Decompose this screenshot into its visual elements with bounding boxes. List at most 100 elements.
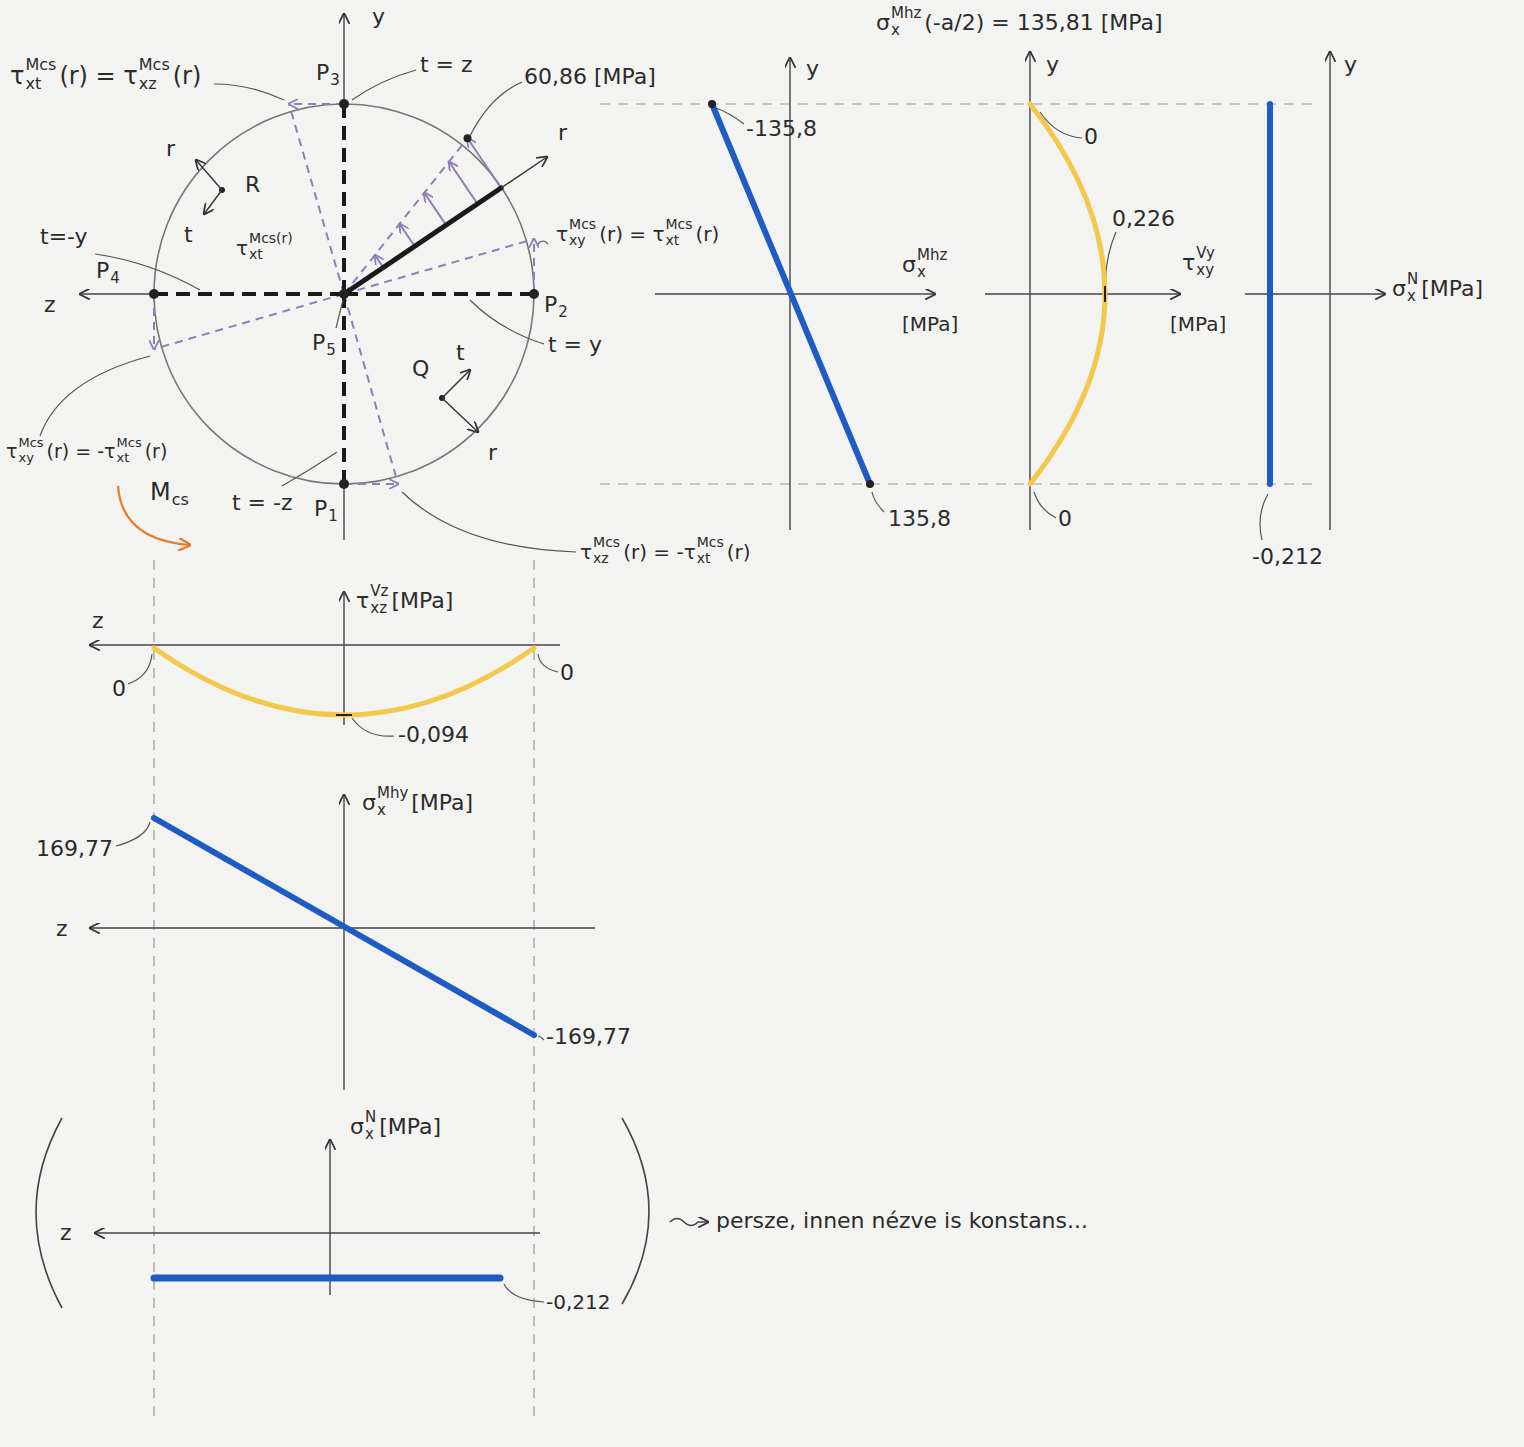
subscript: xy — [18, 450, 33, 466]
subscript: xz — [593, 550, 609, 567]
axis — [196, 160, 222, 190]
axis — [985, 293, 1180, 294]
stress-arrow — [533, 239, 535, 294]
guide-line — [600, 483, 1320, 484]
label-text: τ — [236, 236, 248, 260]
superscript: Mhz — [917, 246, 947, 264]
axis — [343, 14, 344, 104]
stress-diagram — [154, 818, 534, 1035]
point — [339, 99, 349, 109]
label-text: P — [314, 496, 327, 522]
path-line — [342, 104, 346, 294]
label-text: y — [1046, 52, 1059, 78]
label-text: P — [96, 258, 109, 284]
subscript: x — [365, 1125, 374, 1143]
label-text: z — [92, 608, 104, 634]
label-text: (-a/2) = 135,81 [MPa] — [924, 10, 1162, 36]
axis — [655, 293, 935, 294]
leader-line — [470, 82, 522, 136]
label-text: (r) = τ — [599, 222, 664, 246]
label-text: 0,226 — [1112, 206, 1175, 232]
superscript: Mcs — [665, 216, 692, 233]
stress-line — [344, 294, 398, 484]
label-text: (r) — [696, 222, 720, 246]
leader-line — [40, 356, 150, 436]
label-text: P — [544, 292, 557, 318]
superscript: Mhz — [891, 4, 921, 22]
stress-arrow — [449, 162, 478, 204]
stress-diagram — [154, 648, 534, 715]
tick — [336, 714, 352, 716]
label-text: 60,86 [MPa] — [524, 64, 656, 90]
subscript: xt — [117, 450, 130, 466]
axis — [442, 398, 478, 432]
leader-line — [1034, 492, 1056, 518]
label-text: r — [166, 136, 175, 162]
cross-section — [154, 104, 534, 484]
label-text: y — [372, 4, 385, 30]
bracket — [36, 1118, 62, 1308]
label-text: t = z — [420, 52, 473, 78]
superscript: Mhy — [377, 784, 408, 802]
superscript: Mcs — [139, 55, 170, 74]
point — [149, 289, 159, 299]
label-text: τ — [10, 62, 24, 91]
point — [529, 289, 539, 299]
bracket — [622, 1118, 649, 1304]
label-text: τ — [556, 222, 568, 246]
label-text: [MPa] — [1421, 276, 1483, 302]
point — [866, 480, 874, 488]
leader-line — [538, 654, 558, 672]
label-text: r — [488, 440, 497, 466]
label-text: z — [56, 916, 68, 942]
superscript: N — [1407, 270, 1418, 288]
label-text: τ — [6, 440, 17, 463]
stress-arrow — [153, 294, 155, 349]
stress-diagram — [1267, 104, 1273, 484]
label-text: M — [150, 478, 171, 507]
label-text: σ — [362, 790, 376, 816]
label-text: 0 — [560, 660, 574, 686]
leader-line — [95, 254, 200, 290]
label-text: σ — [1392, 276, 1406, 302]
subscript: x — [377, 801, 386, 819]
label-text: τ — [356, 588, 369, 614]
superscript: Mcs — [569, 216, 596, 233]
label-text: -0,212 — [1252, 544, 1323, 570]
stress-line — [344, 138, 468, 294]
stress-diagram — [1030, 104, 1105, 484]
label-text: -0,094 — [398, 722, 469, 748]
leader-line — [214, 84, 284, 100]
point — [339, 479, 349, 489]
leader-line — [282, 452, 337, 486]
label-text: (r) — [727, 540, 751, 564]
label-text: R — [245, 172, 260, 198]
superscript: Mcs — [697, 534, 724, 551]
label-text: persze, innen nézve is konstans... — [716, 1208, 1088, 1234]
label-text: 169,77 — [36, 836, 113, 862]
stress-line — [344, 239, 534, 294]
subscript: xt — [25, 74, 41, 93]
label-text: t = y — [548, 332, 602, 358]
label-text: τ — [1182, 250, 1195, 276]
stress-diagram — [154, 1275, 500, 1282]
superscript: Vy — [1196, 244, 1215, 262]
axis — [329, 1140, 330, 1295]
superscript: Mcs(r) — [249, 230, 293, 247]
axis — [204, 190, 222, 214]
stress-diagram — [712, 104, 870, 484]
point — [339, 289, 349, 299]
axis — [501, 157, 547, 188]
subscript: 4 — [110, 269, 120, 287]
subscript: xt — [665, 232, 679, 249]
label-text: τ — [580, 540, 592, 564]
axis — [1329, 52, 1330, 530]
superscript: Mcs — [18, 435, 43, 451]
axis — [442, 370, 470, 398]
leader-line — [538, 241, 548, 244]
label-text: σ — [876, 10, 890, 36]
leader-line — [116, 822, 150, 846]
subscript: x — [917, 263, 926, 281]
axis — [343, 592, 344, 725]
